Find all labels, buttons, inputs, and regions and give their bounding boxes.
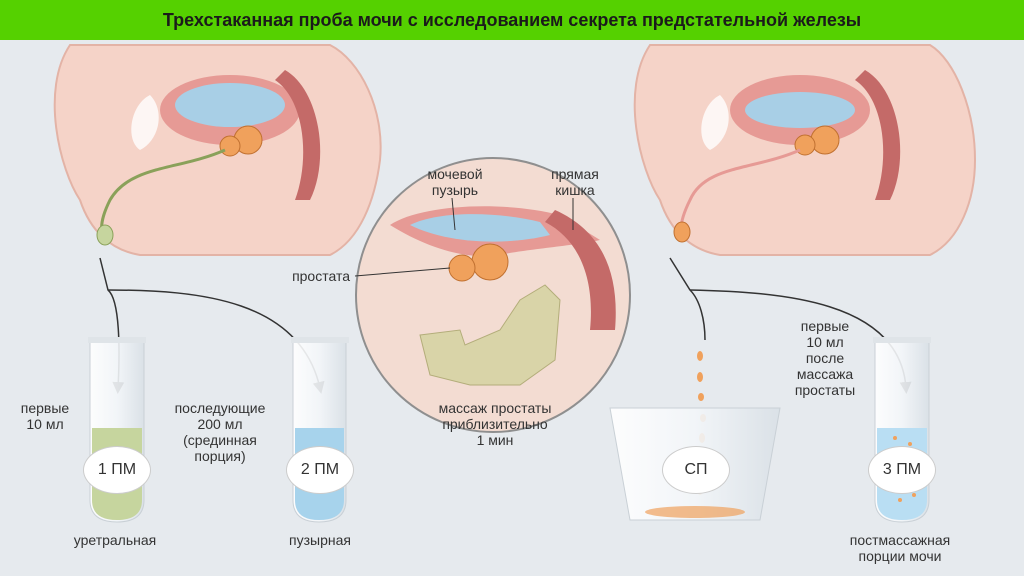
- title-bar: Трехстаканная проба мочи с исследованием…: [0, 0, 1024, 40]
- rectum-label: прямая кишка: [551, 166, 599, 198]
- first10-after-label: первые 10 мл после массажа простаты: [794, 318, 856, 398]
- postmassage-label: постмассажная порции мочи: [849, 532, 951, 564]
- label-pointers: [354, 197, 574, 277]
- bladder-label: мочевой пузырь: [427, 166, 483, 198]
- prostate-shape: [219, 125, 263, 157]
- page-title: Трехстаканная проба мочи с исследованием…: [162, 9, 862, 30]
- left-pelvis-illustration: [53, 44, 382, 256]
- test-tube-1: [88, 337, 146, 523]
- first10-label: первые 10 мл: [20, 400, 70, 432]
- prostate-label: простата: [292, 268, 350, 284]
- right-pelvis-illustration: [633, 44, 977, 256]
- next200-label: последующие 200 мл (срединная порция): [174, 400, 266, 464]
- urethral-label: уретральная: [73, 532, 157, 548]
- test-tube-3: [873, 337, 931, 523]
- magnified-prostate-view: [355, 157, 631, 433]
- vesical-label: пузырная: [289, 532, 351, 548]
- massage-label: массаж простаты приблизительно 1 мин: [438, 400, 552, 448]
- test-tube-2: [291, 337, 349, 523]
- sample-badge-3pm: 3 ПМ: [868, 446, 936, 494]
- sample-badge-1pm: 1 ПМ: [83, 446, 151, 494]
- sample-badge-sp: СП: [662, 446, 730, 494]
- sample-badge-2pm: 2 ПМ: [286, 446, 354, 494]
